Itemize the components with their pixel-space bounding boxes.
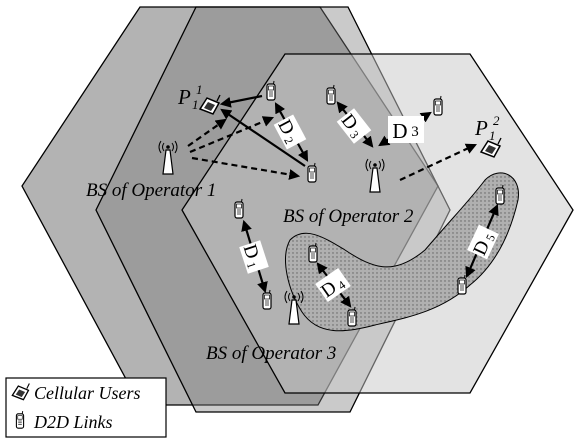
label-p1-1-letter: P	[177, 85, 191, 109]
d2d-tag-index: 5	[483, 232, 498, 243]
label-p1-1-sub: 1	[192, 97, 199, 112]
label-bs-operator-3: BS of Operator 3	[206, 343, 336, 364]
mobile-phone-icon	[266, 80, 276, 101]
d2d-tag-d1: D 1	[239, 240, 269, 274]
cellular-link	[191, 156, 301, 180]
label-p1-2-sup: 2	[493, 113, 500, 128]
d2d-tag-index: 2	[281, 135, 296, 147]
d2d-tag-d5: D 5	[467, 224, 499, 260]
mobile-phone-icon	[347, 306, 357, 327]
mobile-phone-icon	[433, 95, 443, 116]
mobile-phone-icon	[326, 84, 336, 105]
label-p1-1: P 1 1	[177, 82, 203, 112]
legend: Cellular Users D2D Links	[5, 377, 167, 438]
cellular-link	[399, 143, 477, 181]
label-p1-1-sup: 1	[196, 82, 203, 97]
d2d-tag-d3b: D 3	[388, 116, 424, 143]
cellular-link	[189, 116, 275, 154]
mobile-phone-icon	[308, 242, 318, 263]
mobile-phone-icon	[262, 289, 272, 310]
mobile-phone-icon	[15, 410, 25, 429]
legend-d2d-links: D2D Links	[33, 412, 113, 432]
label-bs-operator-2: BS of Operator 2	[283, 206, 414, 227]
label-bs-operator-1: BS of Operator 1	[86, 180, 216, 201]
label-p1-2-letter: P	[474, 116, 488, 140]
cellular-link	[187, 118, 227, 147]
d2d-tag-d2: D 2	[273, 114, 307, 150]
d2d-tag-letter: D	[392, 119, 407, 143]
cellular-links	[187, 116, 477, 181]
mobile-phone-icon	[495, 184, 505, 205]
legend-box	[5, 377, 167, 438]
mobile-phone-icon	[234, 198, 244, 219]
mobile-phone-icon	[457, 274, 467, 295]
d2d-tag-index: 3	[411, 124, 419, 140]
label-p1-2: P 1 2	[474, 113, 500, 143]
mobile-phone-icon	[307, 162, 317, 183]
d2d-tag-index: 1	[244, 260, 259, 270]
legend-cellular-users: Cellular Users	[34, 383, 141, 403]
d2d-tag-letter: D	[239, 242, 263, 262]
interference-link	[219, 94, 263, 108]
label-p1-2-sub: 1	[489, 128, 496, 143]
